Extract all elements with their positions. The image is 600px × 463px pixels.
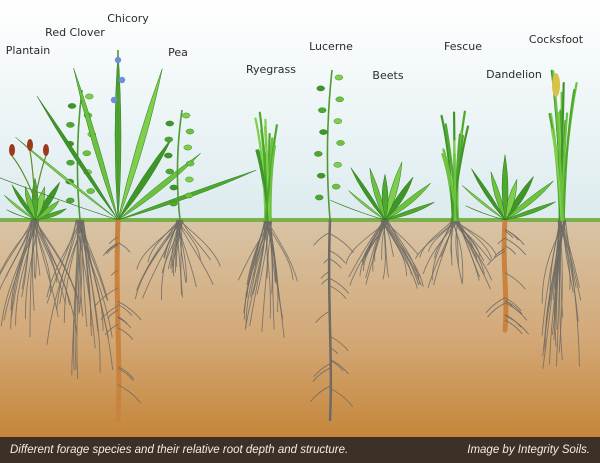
label-beets: Beets bbox=[372, 69, 404, 82]
roots-cocksfoot bbox=[541, 219, 582, 369]
foliage-dandelion bbox=[462, 154, 556, 221]
roots-beets bbox=[345, 219, 424, 289]
foliage-pea bbox=[164, 109, 195, 221]
label-red-clover: Red Clover bbox=[45, 26, 105, 39]
label-dandelion: Dandelion bbox=[486, 68, 542, 81]
roots-dandelion bbox=[485, 217, 529, 335]
label-ryegrass: Ryegrass bbox=[245, 63, 297, 76]
roots-plantain bbox=[0, 219, 80, 338]
diagram-scene bbox=[0, 0, 600, 437]
roots-lucerne bbox=[310, 218, 354, 422]
roots-red-clover bbox=[46, 219, 114, 380]
plants-layer bbox=[0, 50, 582, 423]
ground-line bbox=[0, 218, 600, 222]
caption-credit: Image by Integrity Soils. bbox=[467, 444, 590, 456]
foliage-fescue bbox=[440, 110, 470, 222]
label-lucerne: Lucerne bbox=[309, 40, 353, 53]
seedheads-plantain bbox=[9, 139, 49, 201]
roots-pea bbox=[134, 219, 221, 300]
caption-text: Different forage species and their relat… bbox=[10, 444, 349, 456]
flowers-chicory bbox=[110, 56, 126, 104]
roots-fescue bbox=[415, 219, 497, 290]
label-cocksfoot: Cocksfoot bbox=[528, 33, 584, 46]
soil-background bbox=[0, 220, 600, 437]
sky-background bbox=[0, 0, 600, 220]
roots-ryegrass bbox=[237, 219, 298, 338]
label-pea: Pea bbox=[168, 46, 188, 59]
label-plantain: Plantain bbox=[5, 44, 51, 57]
roots-chicory bbox=[94, 217, 142, 423]
label-fescue: Fescue bbox=[443, 40, 483, 53]
seedhead-cocksfoot bbox=[552, 73, 560, 97]
foliage-plantain bbox=[4, 177, 68, 221]
label-chicory: Chicory bbox=[107, 12, 149, 25]
foliage-ryegrass bbox=[254, 111, 278, 222]
foliage-lucerne bbox=[314, 69, 345, 221]
caption-bar: Different forage species and their relat… bbox=[0, 437, 600, 463]
foliage-beets bbox=[330, 161, 435, 221]
